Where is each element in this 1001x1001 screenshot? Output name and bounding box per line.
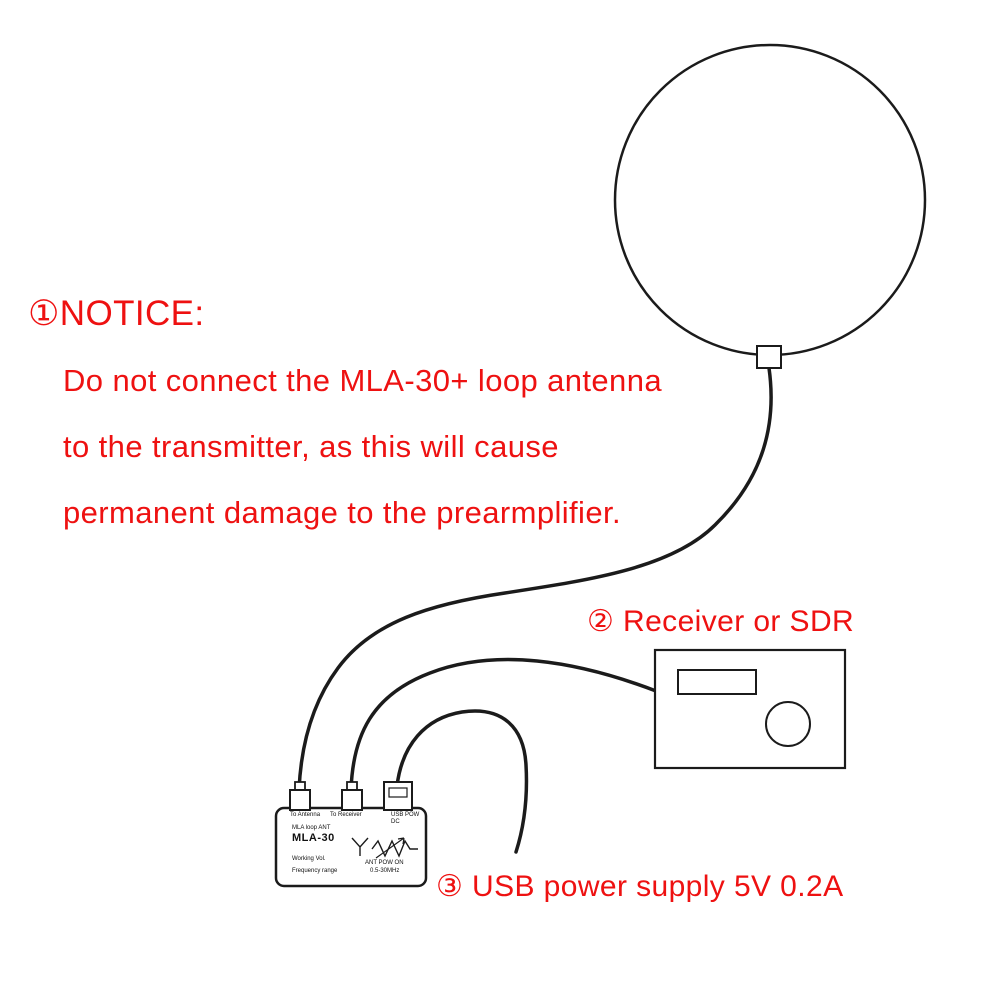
sma-connector-middle xyxy=(341,789,363,811)
amp-label-port-right: To Receiver xyxy=(330,812,362,818)
antenna-symbol xyxy=(351,837,369,856)
amp-label-model: MLA-30 xyxy=(292,832,335,844)
antenna-feed-connector xyxy=(756,345,782,369)
circuit-zigzag xyxy=(371,839,418,858)
notice-line-1: Do not connect the MLA-30+ loop antenna xyxy=(63,363,662,398)
amp-label-port-left: To Antenna xyxy=(290,812,321,818)
receiver-box xyxy=(653,648,847,770)
receiver-label: ② Receiver or SDR xyxy=(587,605,855,638)
amp-label-usb-port: USB POW DC xyxy=(391,812,420,825)
coax-cable-antenna-to-amp xyxy=(297,366,773,792)
cable-amp-to-receiver xyxy=(349,657,658,792)
variable-resistor-arrow xyxy=(375,837,405,859)
usb-connector-slot xyxy=(388,787,408,798)
usb-power-label: ③ USB power supply 5V 0.2A xyxy=(436,870,844,903)
amp-label-freq-value: 0.5-30MHz xyxy=(370,868,400,874)
notice-heading: ①NOTICE: xyxy=(28,294,205,333)
usb-power-cable xyxy=(395,709,529,854)
receiver-knob xyxy=(765,701,811,747)
notice-line-2: to the transmitter, as this will cause xyxy=(63,429,559,464)
sma-connector-left xyxy=(289,789,311,811)
usb-connector xyxy=(383,781,413,811)
amp-label-ant-pow: ANT POW ON xyxy=(365,860,404,866)
amp-label-freq: Frequency range xyxy=(292,868,338,874)
amp-label-model-line: MLA loop ANT xyxy=(292,825,331,831)
notice-line-3: permanent damage to the prearmplifier. xyxy=(63,495,622,530)
amp-label-working-vol: Working Vol. xyxy=(292,856,326,862)
receiver-display xyxy=(677,669,757,695)
loop-antenna-circle xyxy=(613,43,927,357)
